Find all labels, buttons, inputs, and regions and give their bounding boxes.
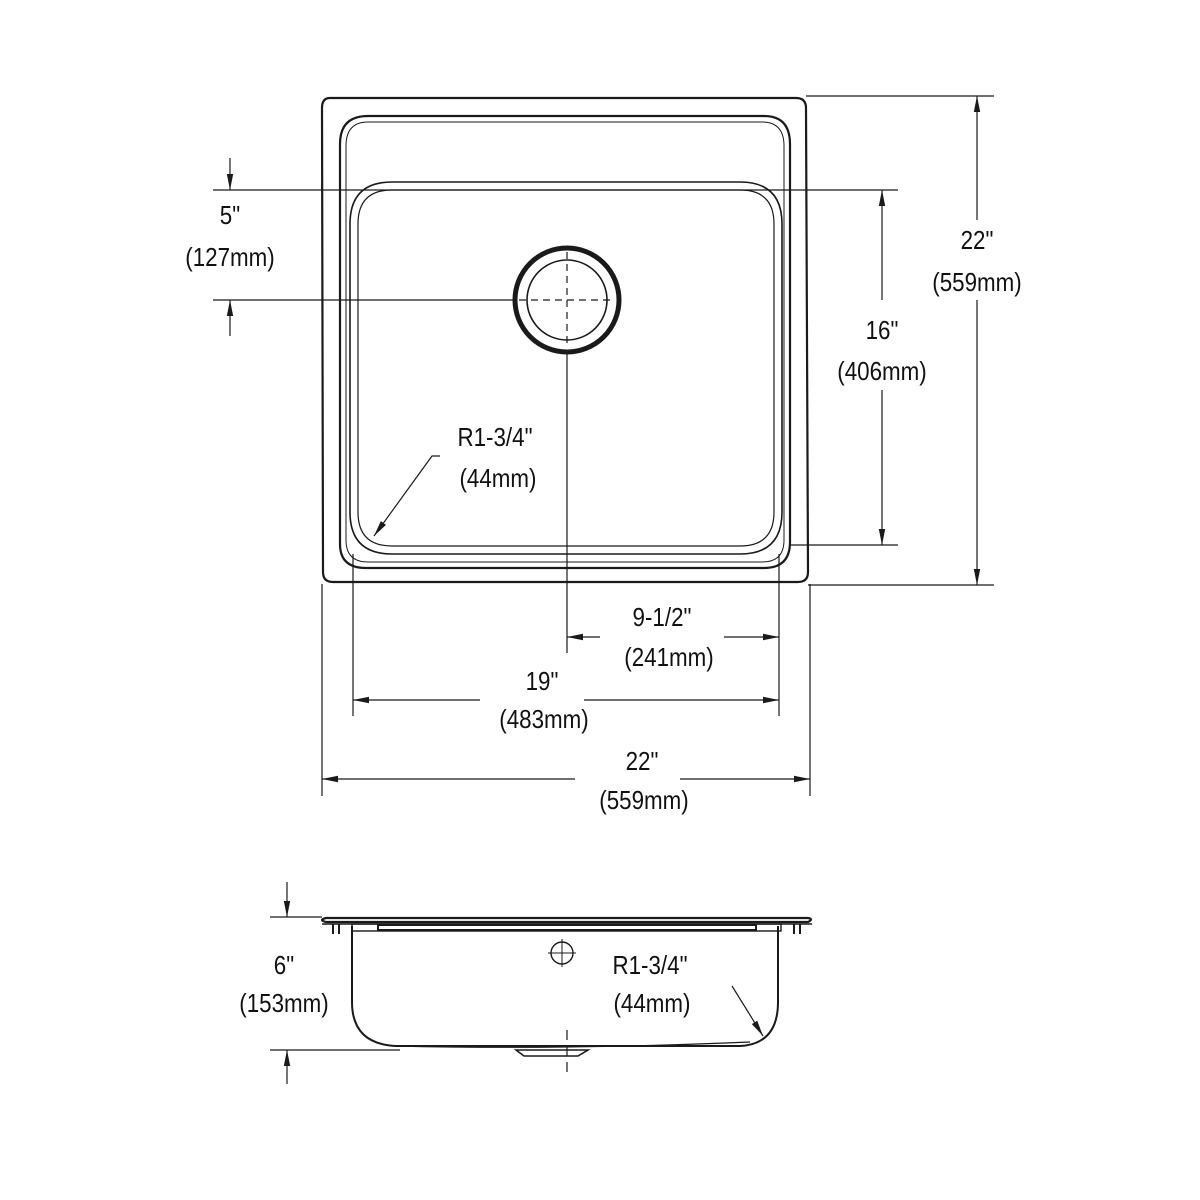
dim-bowl-width-metric: (483mm)	[499, 704, 589, 734]
dim-corner-radius-metric: (44mm)	[459, 463, 537, 493]
side-view	[320, 916, 813, 1075]
dim-bowl-width-imperial: 19"	[525, 666, 559, 696]
dim-drain-to-right-metric: (241mm)	[624, 642, 714, 672]
dim-drain-offset-imperial: 5"	[219, 200, 241, 230]
top-view	[320, 96, 810, 584]
dim-side-depth-metric: (153mm)	[239, 988, 329, 1018]
dim-bowl-depth-metric: (406mm)	[837, 356, 927, 386]
dimension-lines	[213, 95, 994, 796]
side-drain	[513, 1049, 591, 1057]
dim-drain-offset-metric: (127mm)	[185, 242, 275, 272]
dim-side-radius-metric: (44mm)	[613, 988, 691, 1018]
dim-overall-width-metric: (559mm)	[599, 785, 689, 815]
mounting-clips	[332, 924, 801, 934]
dim-bowl-depth-imperial: 16"	[865, 315, 899, 345]
side-bowl	[351, 926, 779, 1047]
dim-side-depth-imperial: 6"	[273, 950, 295, 980]
outer-rim	[320, 96, 810, 584]
bowl-outline	[349, 181, 783, 555]
dim-corner-radius-imperial: R1-3/4"	[457, 422, 533, 452]
side-flange	[320, 916, 813, 924]
dim-overall-depth-imperial: 22"	[960, 225, 994, 255]
side-dimension-lines	[270, 882, 764, 1084]
dim-overall-depth-metric: (559mm)	[932, 267, 1022, 297]
deck-rim	[338, 114, 792, 570]
dim-side-radius-imperial: R1-3/4"	[612, 950, 688, 980]
dim-overall-width-imperial: 22"	[625, 746, 659, 776]
dim-drain-to-right-imperial: 9-1/2"	[632, 602, 692, 632]
